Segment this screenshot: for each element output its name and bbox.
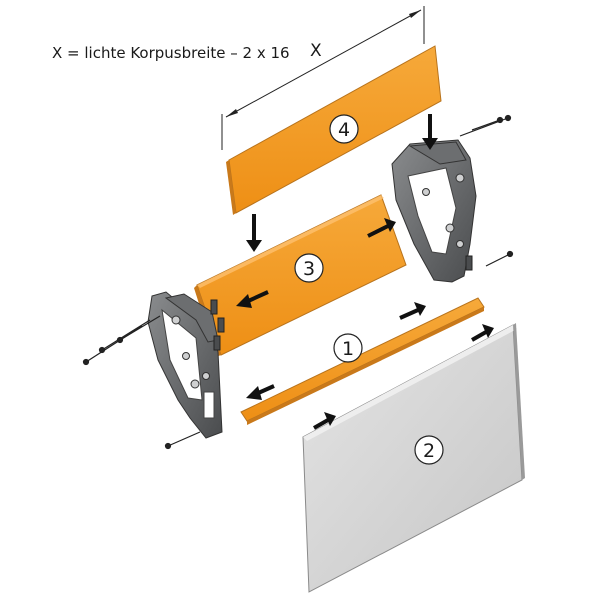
left-lift-mechanism <box>147 291 225 439</box>
callout-3-label: 3 <box>303 258 315 280</box>
callout-1-label: 1 <box>342 338 354 360</box>
arrow-left-bracket-left <box>236 290 269 308</box>
arrow-panel2-top-right <box>471 324 494 342</box>
panel-1 <box>240 297 485 425</box>
screws-right <box>459 114 514 267</box>
width-formula: X = lichte Korpusbreite – 2 x 16 <box>52 44 290 62</box>
arrow-panel1-left <box>246 384 275 400</box>
arrow-panel2-top-left <box>313 412 336 430</box>
callout-3: 3 <box>294 253 324 283</box>
arrow-panel3-right <box>367 218 396 238</box>
arrow-right-bracket-down <box>422 114 438 150</box>
screws-left <box>82 315 201 450</box>
callout-1: 1 <box>333 333 363 363</box>
panel-2 <box>302 323 525 593</box>
callout-4-label: 4 <box>338 119 350 141</box>
arrow-panel4-down <box>246 214 262 252</box>
callout-2: 2 <box>414 435 444 465</box>
dimension-line <box>221 6 425 150</box>
callout-4: 4 <box>329 114 359 144</box>
right-lift-mechanism <box>391 139 477 283</box>
arrow-panel1-right <box>399 302 426 320</box>
callout-2-label: 2 <box>423 440 435 462</box>
dimension-label: X <box>310 41 322 61</box>
